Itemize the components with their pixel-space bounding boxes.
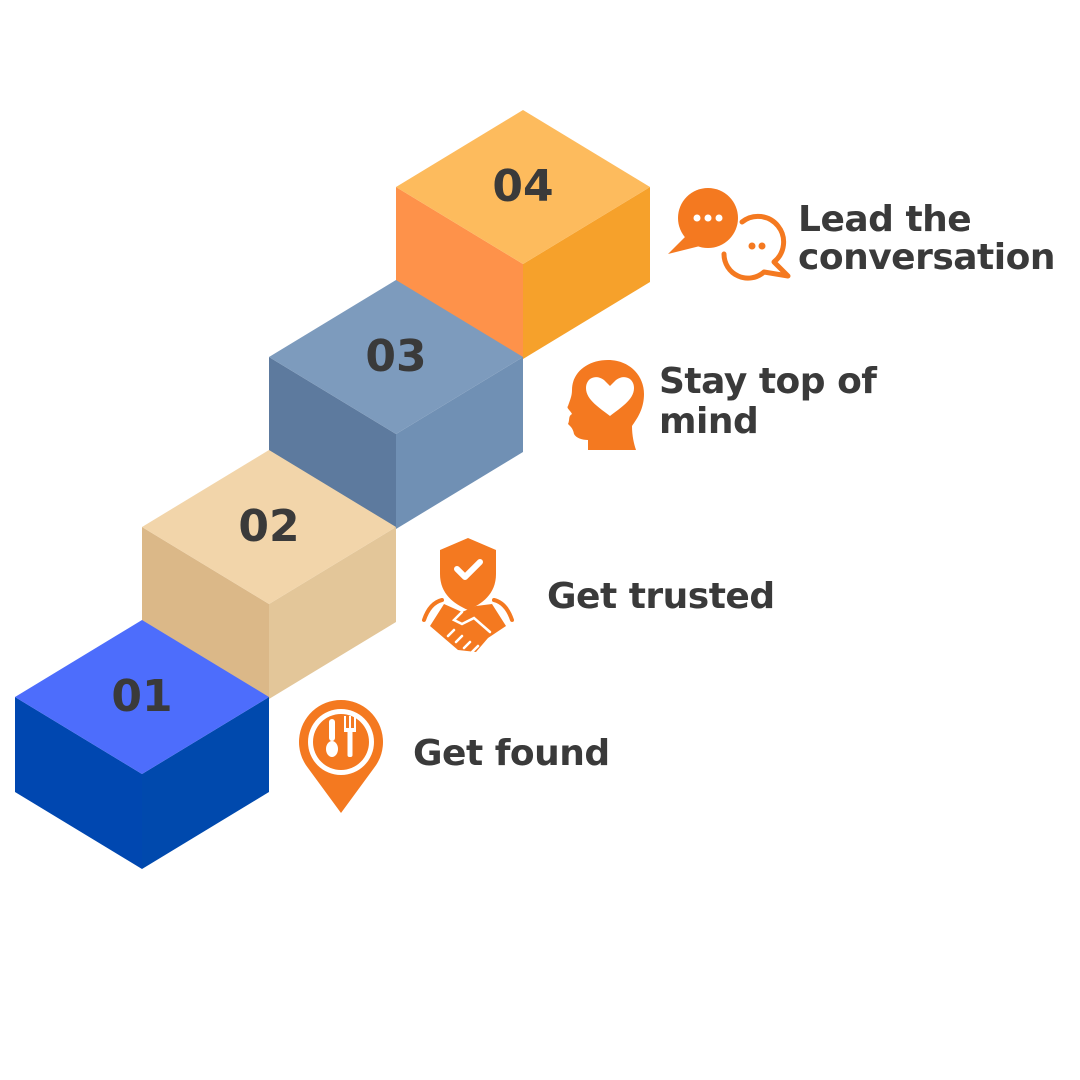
- step-4-cube: [396, 110, 650, 359]
- step-4-number: 04: [492, 161, 553, 212]
- chat-bubbles-icon: [668, 188, 791, 281]
- step-1-label: Get found: [413, 734, 610, 774]
- step-3-label-line-2: mind: [659, 400, 759, 442]
- step-4-label-line-1: Lead the: [798, 199, 972, 240]
- step-2-label-line-1: Get trusted: [547, 576, 775, 617]
- step-4-label: Lead the conversation: [798, 201, 1055, 277]
- step-1-cube-left-face: [15, 697, 142, 869]
- step-3-label: Stay top of mind: [659, 361, 877, 442]
- step-3-number: 03: [365, 331, 426, 382]
- step-4-cube-right-face: [523, 187, 650, 359]
- step-3-label-line-1: Stay top of: [659, 361, 877, 402]
- step-2-number: 02: [238, 501, 299, 552]
- shield-check-handshake-icon: [422, 538, 514, 654]
- step-2-cube-top-face: [142, 450, 396, 604]
- step-2-label: Get trusted: [547, 577, 775, 617]
- step-1-number: 01: [111, 671, 172, 722]
- step-1-cube-right-face: [142, 697, 269, 869]
- step-2-cube: [142, 450, 396, 699]
- step-4-label-line-2: conversation: [798, 236, 1055, 278]
- step-3-cube-right-face: [396, 357, 523, 529]
- step-2-cube-right-face: [269, 527, 396, 699]
- step-3-cube-left-face: [269, 357, 396, 529]
- head-heart-icon: [567, 360, 644, 450]
- step-2-cube-left-face: [142, 527, 269, 699]
- restaurant-location-pin-icon: [299, 700, 383, 813]
- step-1-label-line-1: Get found: [413, 733, 610, 774]
- step-3-cube-top-face: [269, 280, 523, 434]
- step-1-cube: [15, 620, 269, 869]
- step-3-cube: [269, 280, 523, 529]
- step-4-cube-top-face: [396, 110, 650, 264]
- step-1-cube-top-face: [15, 620, 269, 774]
- step-4-cube-left-face: [396, 187, 523, 359]
